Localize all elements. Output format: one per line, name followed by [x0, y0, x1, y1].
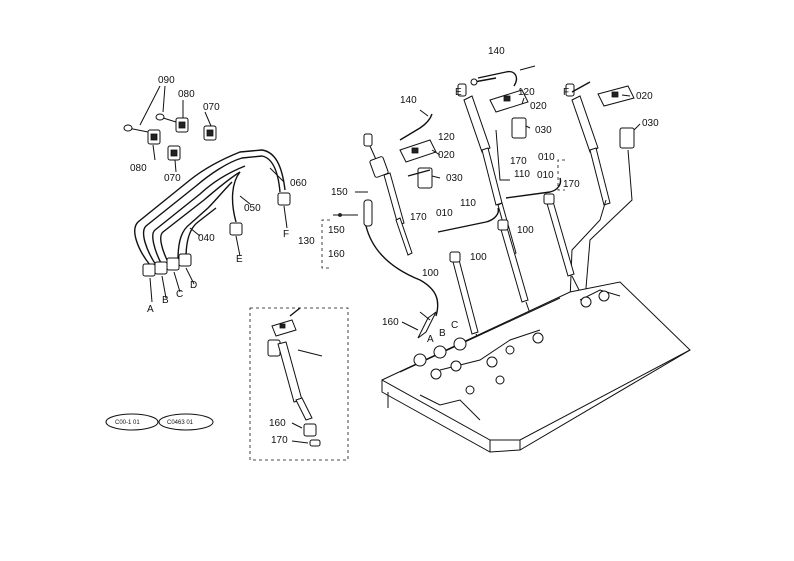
label-100-c: 100: [517, 225, 534, 236]
label-090: 090: [158, 75, 175, 86]
label-letter-d-left: D: [190, 280, 197, 291]
code-label-2: C0463 01: [167, 420, 194, 426]
injection-pipe-assembly-icon: [123, 85, 291, 303]
label-030-b: 030: [535, 125, 552, 136]
leader-160: [401, 321, 419, 331]
label-letter-f-left: F: [283, 229, 289, 240]
label-020-b: 020: [530, 101, 547, 112]
label-130: 130: [298, 236, 315, 247]
label-150-a: 150: [331, 187, 348, 198]
label-140-b: 140: [488, 46, 505, 57]
label-170-d: 170: [271, 435, 288, 446]
label-070-top: 070: [203, 102, 220, 113]
label-160-c: 160: [269, 418, 286, 429]
label-020-c: 020: [636, 91, 653, 102]
label-110-a: 110: [460, 198, 476, 209]
label-letter-f-top: F: [563, 87, 569, 98]
code-label-1: C00-1 01: [115, 420, 140, 426]
label-170-a: 170: [410, 212, 427, 223]
bracket-130: [321, 191, 373, 269]
label-letter-b-engine: B: [439, 328, 446, 339]
label-080-bottom: 080: [130, 163, 147, 174]
label-letter-c-left: C: [176, 289, 183, 300]
label-letter-e-top: E: [455, 87, 462, 98]
label-letter-e-left: E: [236, 254, 243, 265]
label-020-a: 020: [438, 150, 455, 161]
label-letter-b-left: B: [162, 295, 169, 306]
label-080-top: 080: [178, 89, 195, 100]
detail-inset: [249, 307, 349, 461]
label-100-b: 100: [470, 252, 487, 263]
label-060: 060: [290, 178, 307, 189]
label-120-b: 120: [518, 87, 535, 98]
label-letter-a-engine: A: [427, 334, 434, 345]
label-010-c: 010: [537, 170, 554, 181]
label-040: 040: [198, 233, 215, 244]
label-120-a: 120: [438, 132, 455, 143]
label-050: 050: [244, 203, 261, 214]
label-030-a: 030: [446, 173, 463, 184]
label-010-a: 010: [436, 208, 453, 219]
engine-block-icon: [381, 281, 691, 453]
label-140-a: 140: [400, 95, 417, 106]
label-070-bottom: 070: [164, 173, 181, 184]
label-letter-a-left: A: [147, 304, 154, 315]
label-030-c: 030: [642, 118, 659, 129]
label-110-b: 110: [514, 169, 530, 180]
injection-nozzle-icon: [363, 70, 635, 363]
leader-lines: [419, 65, 641, 321]
label-010-b: 010: [538, 152, 555, 163]
reference-codes: [105, 413, 214, 431]
label-160-b: 160: [382, 317, 399, 328]
label-100-a: 100: [422, 268, 439, 279]
label-170-c: 170: [563, 179, 580, 190]
label-170-b: 170: [510, 156, 527, 167]
label-150-b: 150: [328, 225, 345, 236]
label-160-a: 160: [328, 249, 345, 260]
label-letter-c-engine: C: [451, 320, 458, 331]
